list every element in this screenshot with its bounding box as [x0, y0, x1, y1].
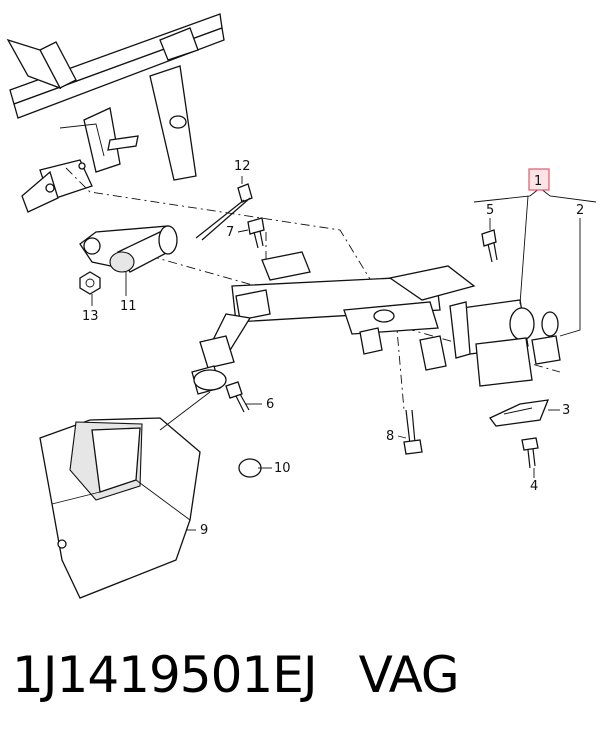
cap-10 [238, 458, 262, 478]
screw-4 [521, 437, 539, 469]
callout-1: 1 [534, 174, 542, 189]
callout-4: 4 [530, 479, 538, 494]
callout-6: 6 [266, 397, 274, 412]
bolt-8 [403, 409, 423, 455]
callout-8: 8 [386, 429, 394, 444]
bolt-12 [195, 183, 253, 241]
universal-joint-shaft [191, 289, 271, 395]
nut-13 [79, 271, 101, 295]
callout-13: 13 [82, 309, 99, 324]
brand-name: VAG [358, 646, 460, 704]
bolt-6 [225, 381, 250, 413]
callout-10: 10 [274, 461, 291, 476]
bracket-plate-3 [488, 399, 550, 427]
callout-2: 2 [576, 203, 584, 218]
part-caption: 1J1419501EJ VAG [12, 640, 592, 710]
part-number: 1J1419501EJ [12, 646, 318, 704]
bolt-5 [481, 229, 498, 263]
callout-12: 12 [234, 159, 251, 174]
callout-5: 5 [486, 203, 494, 218]
callout-3: 3 [562, 403, 570, 418]
steering-column-1 [231, 251, 561, 387]
trim-cover-9 [39, 417, 201, 599]
callout-9: 9 [200, 523, 208, 538]
dashboard-crossmember [6, 13, 225, 213]
callout-11: 11 [120, 299, 137, 314]
callout-1-highlight [528, 168, 550, 191]
callout-7: 7 [226, 225, 234, 240]
clamp-lever-11 [79, 225, 178, 273]
bolt-7 [247, 217, 265, 249]
exploded-parts-diagram: 1 2 3 4 5 6 7 8 9 10 11 12 13 [6, 13, 597, 599]
